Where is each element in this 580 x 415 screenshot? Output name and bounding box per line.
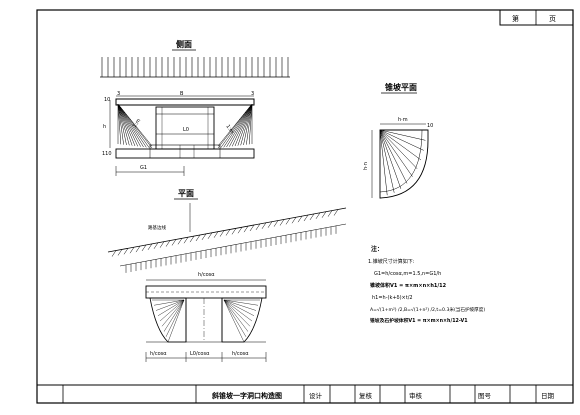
- plan-bottom-left: h/cosα: [150, 351, 167, 357]
- note-line: 1.锥坡尺寸计算如下:: [368, 258, 415, 265]
- cone-quarter-shape: [379, 129, 429, 199]
- side-right-slope: 1:m: [224, 124, 235, 136]
- side-foot-label: G1: [140, 165, 147, 171]
- note-line: h1=h-(k+δ)×t/2: [372, 295, 413, 301]
- plan-bottom-right: h/cosα: [232, 351, 249, 357]
- side-left-height: h: [103, 124, 106, 130]
- plan-view-title: 平面: [178, 189, 194, 198]
- side-left-slope: 1:m: [132, 118, 143, 130]
- side-top-span: B: [180, 91, 184, 97]
- cone-top-dim: h·m: [398, 117, 408, 123]
- side-view: 侧面 B 10 3 3 h 110 L0 1:m 1:m: [100, 39, 290, 176]
- side-top-left-b: 3: [117, 91, 120, 97]
- title-cell-review: 审核: [409, 391, 423, 400]
- title-block: 斜锥坡一字洞口构造图 设计 复核 审核 图号 日期: [37, 384, 573, 403]
- page-unit: 页: [549, 15, 556, 23]
- cone-side-dim: h·n: [363, 162, 369, 170]
- page-label: 第: [512, 14, 519, 23]
- plan-embankment-line: [107, 207, 347, 253]
- note-line: 锥坡体积V1 = π×m×n×h1/12: [370, 282, 447, 289]
- plan-route-label: 路基边线: [148, 224, 166, 231]
- notes: 注： 1.锥坡尺寸计算如下: G1=h/cosα,m=1.5,n=G1/h 锥坡…: [368, 245, 485, 324]
- plan-left-cone: [149, 297, 187, 343]
- plan-bottom-center: L0/cosα: [190, 351, 210, 357]
- title-cell-drawing-no: 图号: [478, 392, 492, 400]
- side-foundation: [115, 148, 255, 159]
- drawing-title: 斜锥坡一字洞口构造图: [211, 391, 282, 400]
- plan-slope-hatch: [125, 225, 337, 273]
- side-left-cone: [117, 103, 153, 149]
- side-view-title: 侧面: [176, 39, 192, 49]
- side-top-right: 3: [251, 91, 254, 97]
- title-cell-check: 复核: [359, 391, 373, 400]
- cone-corner-label: 10: [427, 123, 433, 129]
- side-deck: [115, 98, 255, 106]
- plan-embankment-hatch: [111, 209, 339, 257]
- sheet-border: [36, 9, 574, 404]
- page-box: 第 页: [499, 9, 574, 26]
- note-line: G1=h/cosα,m=1.5,n=G1/h: [374, 271, 441, 277]
- ground-hatch: [101, 57, 289, 77]
- title-cell-design: 设计: [309, 391, 323, 400]
- plan-top-dim: h/cosα: [198, 272, 215, 278]
- side-right-cone: [217, 103, 253, 149]
- side-top-left: 10: [104, 97, 110, 103]
- cone-plan-view: 锥坡平面 h·m 10 h·n: [363, 82, 433, 199]
- cone-plan-title: 锥坡平面: [385, 82, 417, 92]
- plan-right-cone: [221, 297, 263, 343]
- note-line: A=√(1+m²) /2,B=√(1+n²) /2,t=0.3米(当石护坡厚度): [370, 306, 485, 313]
- notes-heading: 注：: [371, 245, 383, 253]
- plan-view: 平面 路基边线 h/cosα h/cosα: [107, 189, 347, 362]
- side-center-label: L0: [183, 127, 189, 133]
- note-line: 锥坡及石护坡体积V1 = π×m×n×h/12-V1: [370, 317, 468, 324]
- title-cell-date: 日期: [541, 392, 555, 400]
- side-left-bottom: 110: [102, 151, 112, 157]
